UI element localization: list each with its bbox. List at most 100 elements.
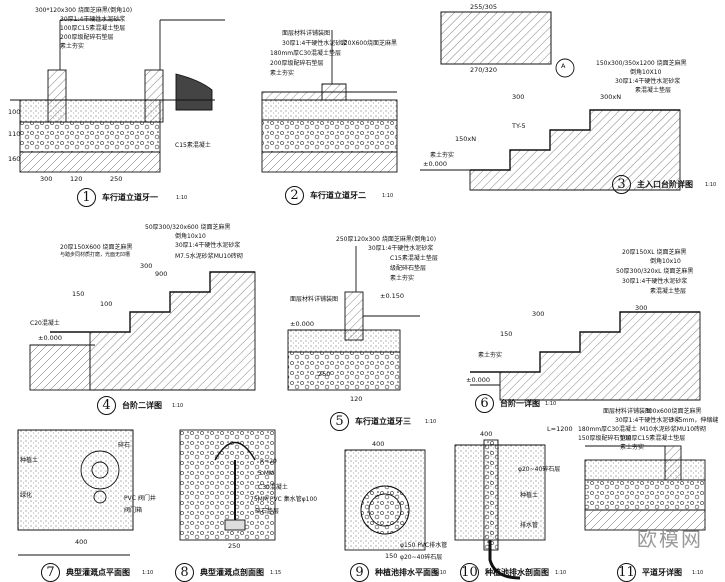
detail-3-callout: A (561, 62, 566, 70)
detail-2-note-5: 200厚级配碎石垫层 (270, 60, 324, 67)
detail-3-note-1: 255/305 (470, 3, 498, 11)
detail-5-dim-4: 120 (350, 395, 363, 403)
detail-8-drawing (179, 429, 276, 541)
detail-11-note-5: 100厚C15素混凝土垫层 (620, 435, 686, 442)
detail-2-note-6: 素土夯实 (270, 70, 295, 77)
detail-6-dim-1: 300 (532, 310, 545, 318)
detail-11-note-4: M10水泥砂浆MU10砖砌 (640, 426, 707, 433)
detail-7-note-4: PVC 阀门井 (124, 495, 156, 502)
watermark: 欧模网 (637, 527, 703, 551)
detail-1-note-5: 素土夯实 (60, 43, 85, 50)
detail-1-note-3: 100厚C15素混凝土垫层 (60, 25, 126, 32)
detail-3-number: 3 (612, 175, 631, 194)
detail-2-note-2: 30厚1:4干硬性水泥砂浆 (282, 40, 348, 47)
detail-4-title: 台阶二详图 (122, 401, 162, 410)
detail-7-note-5: 阀门箱 (124, 507, 143, 514)
detail-11-note-9: 素土夯实 (620, 444, 645, 451)
detail-2-title: 车行道立道牙二 (310, 191, 366, 200)
detail-6-dim-4: L=1200 (547, 425, 573, 433)
detail-8-note-3: C30混凝土 (258, 484, 288, 491)
detail-9-dim-2: 150 (385, 552, 398, 560)
detail-4-note-1: 50厚300/320x600 烧面芝麻黑 (145, 224, 231, 231)
detail-7-dim-1: 400 (75, 538, 88, 546)
detail-9-note-1: φ150 PVC排水管 (400, 542, 448, 549)
detail-8-scale: 1:15 (270, 570, 282, 576)
detail-3-dim-4: ±0.000 (423, 160, 448, 168)
detail-11-drawing (584, 445, 706, 531)
detail-2-drawing (261, 30, 398, 173)
detail-1-note-6: C15素混凝土 (175, 142, 211, 149)
detail-5-dim-1: ±0.150 (380, 292, 405, 300)
detail-4-drawing (29, 271, 256, 391)
detail-4-dim-1: 300 (140, 262, 153, 270)
detail-8-note-2: 5 MM (258, 470, 275, 477)
detail-11-note-3: 30厚1:4干硬性水泥砂浆 (615, 417, 681, 424)
detail-8-note-1: R=20 (260, 458, 277, 465)
detail-8-note-5: 碎石垫层 (255, 508, 280, 515)
detail-11-note-8: 3~5mm，伸缩缝 (670, 417, 719, 424)
detail-10-note-3: 排水管 (520, 522, 539, 529)
detail-6-dim-3: ±0.000 (466, 376, 491, 384)
detail-5-note-6: 面层材料详铺装图 (290, 296, 339, 303)
detail-1-dim-3: 250 (110, 175, 123, 183)
detail-3-dim-2: 300xN (600, 93, 622, 101)
detail-4-note-4: M7.5水泥砂浆MU10砖砌 (175, 253, 243, 260)
detail-5-note-1: 250厚120x300 烧面芝麻黑(倒角10) (336, 236, 437, 243)
detail-11-note-2: 300x600烧面芝麻黑 (645, 408, 702, 415)
detail-6-drawing (470, 311, 701, 401)
detail-6-note-4: 30厚1:4干硬性水泥砂浆 (622, 278, 688, 285)
detail-1-dim-6: 160 (8, 155, 21, 163)
detail-6-scale: 1:10 (545, 401, 557, 407)
detail-4-note-5: 20厚150X600 烧面芝麻黑 (60, 244, 133, 251)
detail-10-scale: 1:10 (555, 570, 567, 576)
detail-1-note-4: 200厚级配碎石垫层 (60, 34, 114, 41)
detail-1-number: 1 (77, 188, 96, 207)
detail-9-scale: 1:10 (435, 570, 447, 576)
detail-11-title: 平道牙详图 (642, 568, 682, 577)
detail-3-scale: 1:10 (705, 182, 717, 188)
detail-1-dim-5: 110 (8, 130, 21, 138)
detail-9-title: 种植池排水平面图 (375, 568, 439, 577)
detail-6-note-1: 20厚150XL 烧面芝麻黑 (622, 249, 687, 256)
detail-3-dim-3: 150xN (455, 135, 477, 143)
detail-3-note-7: 素土夯实 (430, 152, 455, 159)
detail-5-note-3: C15素混凝土垫层 (390, 255, 438, 262)
detail-5-dim-3: 250 (318, 370, 331, 378)
detail-1-note-1: 300*120x300 烧面芝麻黑(倒角10) (35, 7, 133, 14)
detail-5-note-4: 级配碎石垫层 (390, 265, 427, 272)
detail-7-drawing (17, 429, 134, 556)
detail-4-note-7: C20混凝土 (30, 320, 60, 327)
detail-3-note-5: 30厚1:4干硬性水泥砂浆 (615, 78, 681, 85)
detail-11-note-7: 150厚级配碎石垫层 (578, 435, 632, 442)
detail-8-note-4: 75MM PVC 集水管φ100 (250, 496, 318, 503)
detail-4-note-2: 倒角10x10 (175, 233, 206, 240)
detail-4-note-6: 与踏步同材质打磨，光面无凹槽 (60, 252, 131, 258)
detail-5-title: 车行道立道牙三 (355, 417, 411, 426)
detail-3-title: 主入口台阶详图 (637, 180, 693, 189)
detail-7-note-3: 绿化 (20, 492, 33, 499)
detail-2-note-4: 180mm厚C30混凝土垫层 (270, 50, 341, 57)
detail-6-number: 6 (475, 394, 494, 413)
detail-11-number: 11 (617, 563, 636, 582)
detail-1-note-2: 30厚1:4干硬性水泥砂浆 (60, 16, 126, 23)
detail-7-note-1: 碎石 (118, 442, 131, 449)
detail-4-dim-3: ±0.000 (38, 334, 63, 342)
detail-1-dim-1: 300 (40, 175, 53, 183)
detail-5-drawing (287, 246, 420, 391)
detail-10-dim-1: 400 (480, 430, 493, 438)
detail-6-note-3: 50厚300/320xL 烧面芝麻黑 (616, 268, 694, 275)
detail-3-note-6: 素混凝土垫层 (635, 87, 672, 94)
detail-1-dim-4: 100 (8, 108, 21, 116)
detail-11-scale: 1:10 (692, 570, 704, 576)
detail-10-number: 10 (460, 563, 479, 582)
detail-5-number: 5 (330, 412, 349, 431)
detail-10-note-1: φ20~40碎石层 (518, 466, 561, 473)
detail-4-note-3: 30厚1:4干硬性水泥砂浆 (175, 242, 241, 249)
detail-1-scale: 1:10 (176, 195, 188, 201)
detail-10-note-2: 种植土 (520, 492, 539, 499)
detail-1-dim-2: 120 (70, 175, 83, 183)
detail-10-drawing (454, 439, 546, 580)
detail-2-note-1: 面层材料详铺装图 (282, 30, 331, 37)
